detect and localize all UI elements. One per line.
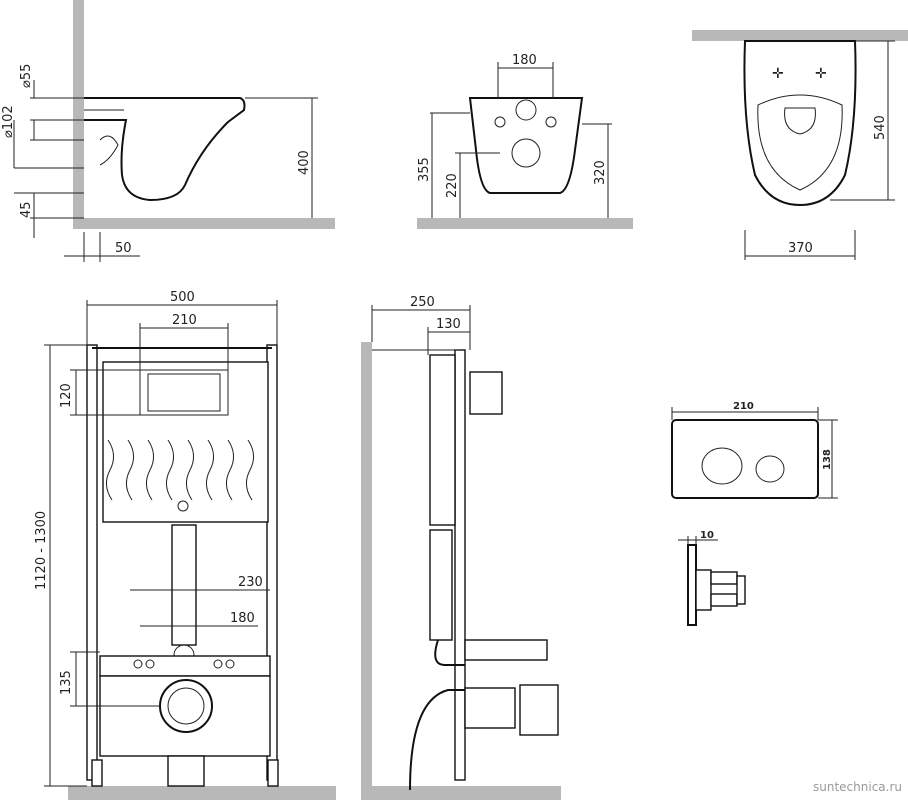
- dim-120: 120: [59, 383, 74, 408]
- dim-400: 400: [297, 150, 312, 175]
- dim-138: 138: [822, 449, 833, 470]
- installation-frame-side: 250 130: [361, 295, 561, 800]
- dim-135: 135: [59, 670, 74, 695]
- dim-370: 370: [788, 241, 813, 256]
- dim-180-front: 180: [512, 53, 537, 68]
- toilet-side-view: ⌀55 ⌀102 45 50 400: [1, 0, 335, 262]
- dim-diameter-55: ⌀55: [19, 64, 34, 88]
- dim-220: 220: [445, 173, 460, 198]
- installation-frame-front: 500 210 120 1120 - 1300 230 180 135: [34, 290, 336, 800]
- dim-130: 130: [436, 317, 461, 332]
- plus-icon: ✛: [772, 66, 784, 82]
- dim-540: 540: [873, 115, 888, 140]
- dim-45: 45: [19, 201, 34, 218]
- dim-355: 355: [417, 157, 432, 182]
- flush-button-side: 10: [678, 530, 746, 626]
- dim-180-frame: 180: [230, 611, 255, 626]
- dim-320: 320: [593, 160, 608, 185]
- dim-210-button: 210: [733, 401, 754, 412]
- toilet-front-view: 180 355 220 320: [417, 53, 633, 229]
- dim-230: 230: [238, 575, 263, 590]
- plus-icon: ✛: [815, 66, 827, 82]
- dim-210-frame: 210: [172, 313, 197, 328]
- dim-50: 50: [115, 241, 132, 256]
- dim-250: 250: [410, 295, 435, 310]
- flush-button-front: 210 138: [671, 401, 838, 499]
- dim-diameter-102: ⌀102: [1, 105, 16, 138]
- toilet-top-view: ✛ ✛ 540 370: [692, 30, 908, 260]
- watermark: suntechnica.ru: [813, 780, 902, 794]
- dim-frame-height: 1120 - 1300: [34, 511, 49, 590]
- dim-500: 500: [170, 290, 195, 305]
- dim-10: 10: [700, 530, 714, 541]
